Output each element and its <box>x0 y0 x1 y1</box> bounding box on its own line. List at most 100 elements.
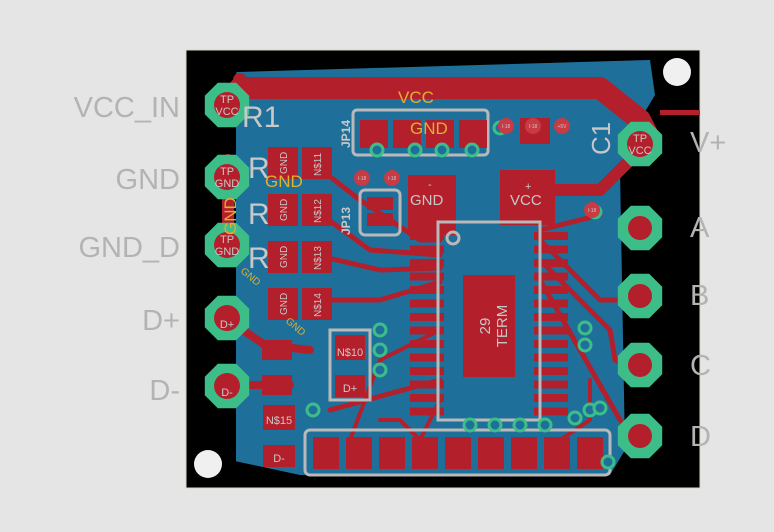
pin-label: GND <box>279 246 290 268</box>
chip-pin <box>410 340 444 348</box>
tp-label: GND <box>215 246 240 258</box>
test-point-left-5[interactable]: D- <box>204 363 250 409</box>
via <box>577 337 593 353</box>
chip-pin <box>534 326 568 335</box>
chip-pin <box>534 259 568 267</box>
mini-label: I-18 <box>358 176 367 182</box>
terminal-pad[interactable] <box>617 413 663 459</box>
part-nsl5[interactable]: N$15 D- <box>263 405 295 467</box>
tp-label: VCC <box>628 145 651 157</box>
net-gnd-label: GND <box>265 172 303 191</box>
connector-pad <box>478 437 504 469</box>
chip-pin <box>410 380 444 389</box>
part-label: D- <box>273 453 285 465</box>
chip-pin <box>410 299 444 308</box>
pin-label: N$11 <box>313 152 324 176</box>
r-label: R <box>248 242 270 275</box>
connector-pad <box>379 437 405 469</box>
net-gnd-label: GND <box>221 197 240 235</box>
chip-pin <box>534 245 568 254</box>
tp-label: TP <box>220 234 234 246</box>
chip-vcc-label: VCC <box>510 192 542 209</box>
chip-pin <box>534 340 568 348</box>
pin-label: GND <box>279 199 290 221</box>
plus-label: + <box>525 181 531 193</box>
via <box>372 362 388 378</box>
connector-pad <box>511 437 537 469</box>
via <box>464 142 480 158</box>
chip-pin <box>410 272 444 281</box>
jp13-outline <box>358 188 402 237</box>
chip-pin <box>410 313 444 321</box>
terminal-pad[interactable] <box>617 273 663 319</box>
net-gnd-label: GND <box>410 119 448 138</box>
via <box>577 320 593 336</box>
terminal-pad[interactable] <box>617 205 663 251</box>
pin-label-right: B <box>690 280 709 312</box>
via <box>407 142 423 158</box>
connector-pad <box>346 437 372 469</box>
via <box>592 400 608 416</box>
mini-label: I-18 <box>502 124 511 130</box>
via <box>462 417 478 433</box>
test-point-left-4[interactable]: D+ <box>204 295 250 341</box>
connector-pad <box>412 437 438 469</box>
chip-pin <box>534 367 568 375</box>
chip-pin <box>410 367 444 375</box>
connector-pad <box>544 437 570 469</box>
pin1-marker <box>445 230 461 246</box>
bottom-connector-outline <box>303 428 612 477</box>
chip-pin <box>534 380 568 389</box>
small-pad <box>584 202 600 218</box>
chip-pin <box>410 326 444 335</box>
via <box>305 402 321 418</box>
pin-label-left: GND <box>116 164 180 196</box>
chip-pin <box>410 286 444 294</box>
pin-label-left: D- <box>149 375 180 407</box>
r-label: R <box>248 198 270 231</box>
chip-pin <box>534 299 568 308</box>
via <box>512 417 528 433</box>
pin-label-right: A <box>690 212 710 244</box>
tp-label: TP <box>633 133 647 145</box>
via <box>537 417 553 433</box>
pin-label-left: VCC_IN <box>74 92 180 124</box>
chip-pin <box>410 407 444 416</box>
ic-chip[interactable]: 29TERM <box>410 220 568 422</box>
net-vcc-label: VCC <box>398 88 434 107</box>
tp-label: VCC <box>215 106 238 118</box>
small-pad <box>498 118 514 134</box>
chip-pin <box>534 407 568 416</box>
pin-label-right: V+ <box>690 127 726 159</box>
chip-pin <box>410 259 444 267</box>
via <box>369 142 385 158</box>
chip-pin <box>534 394 568 402</box>
c1-label: C1 <box>586 122 616 155</box>
tp-label: TP <box>220 94 234 106</box>
copper-pour-void <box>190 70 236 470</box>
mini-label: +5V <box>557 124 567 130</box>
chip-pin <box>410 232 444 240</box>
thermal-pad <box>463 275 515 377</box>
jp13-label: JP13 <box>339 207 353 235</box>
mini-label: I-18 <box>388 176 397 182</box>
gnd-pad-area <box>408 175 456 235</box>
chip-pin <box>534 353 568 362</box>
terminal-pad[interactable] <box>617 342 663 388</box>
chip-pin <box>534 313 568 321</box>
part-nsl0[interactable]: N$10 D+ <box>328 328 372 402</box>
vcc-pad-area <box>500 170 555 225</box>
via <box>372 322 388 338</box>
small-pad <box>384 170 400 186</box>
via <box>567 410 583 426</box>
minus-label: - <box>428 179 432 191</box>
